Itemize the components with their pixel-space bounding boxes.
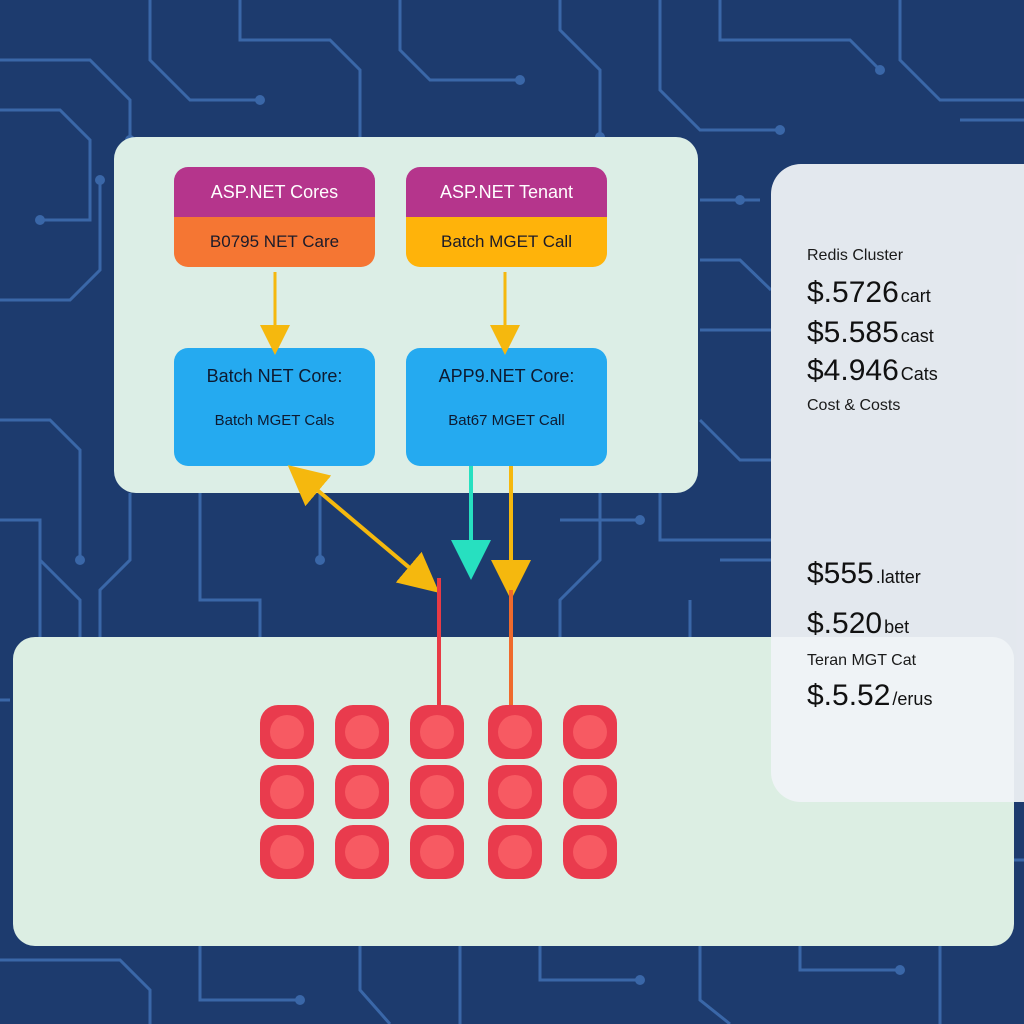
circuit-trace (0, 518, 42, 640)
app9-net-core-service[interactable]: APP9.NET Core: Bat67 MGET Call (406, 348, 607, 466)
circuit-trace (358, 946, 392, 1024)
redis-node (410, 825, 464, 879)
circuit-pad (35, 215, 45, 225)
card-subtitle: B0795 NET Care (174, 217, 375, 267)
redis-node (563, 825, 617, 879)
circuit-pad (635, 515, 645, 525)
circuit-trace (700, 258, 773, 292)
circuit-trace (698, 946, 731, 1024)
circuit-trace (238, 0, 362, 137)
circuit-trace (798, 946, 900, 972)
card-header: ASP.NET Tenant (406, 167, 607, 217)
circuit-trace (898, 0, 1024, 102)
redis-node (335, 705, 389, 759)
circuit-trace (558, 0, 602, 137)
redis-node (260, 765, 314, 819)
redis-node (488, 825, 542, 879)
redis-node (563, 765, 617, 819)
circuit-trace (148, 0, 260, 102)
service-subtitle: Bat67 MGET Call (448, 412, 565, 429)
circuit-pad (515, 75, 525, 85)
circuit-pad (255, 95, 265, 105)
circuit-trace (98, 493, 132, 637)
service-subtitle: Batch MGET Cals (214, 412, 335, 429)
circuit-trace (198, 946, 300, 1002)
redis-node (410, 765, 464, 819)
circuit-trace (538, 946, 640, 982)
cost-line: $.5.52/erus (807, 679, 933, 712)
cost-panel-title: Redis Cluster (807, 247, 904, 264)
service-title: Batch NET Core: (206, 366, 343, 386)
circuit-pad (775, 125, 785, 135)
redis-node (335, 825, 389, 879)
circuit-trace (0, 418, 82, 560)
circuit-trace (0, 180, 102, 302)
aspnet-tenant-card[interactable]: ASP.NET Tenant Batch MGET Call (406, 167, 607, 267)
circuit-pad (75, 555, 85, 565)
circuit-pad (95, 175, 105, 185)
redis-node (563, 705, 617, 759)
circuit-pad (635, 975, 645, 985)
card-header: ASP.NET Cores (174, 167, 375, 217)
circuit-pad (875, 65, 885, 75)
redis-node (260, 705, 314, 759)
card-subtitle: Batch MGET Call (406, 217, 607, 267)
circuit-trace (0, 108, 92, 222)
batch-net-core-service[interactable]: Batch NET Core: Batch MGET Cals (174, 348, 375, 466)
redis-node (488, 765, 542, 819)
circuit-trace (698, 418, 771, 462)
redis-node (260, 825, 314, 879)
cost-caption: Cost & Costs (807, 397, 901, 414)
aspnet-cores-card[interactable]: ASP.NET Cores B0795 NET Care (174, 167, 375, 267)
circuit-pad (735, 195, 745, 205)
circuit-pad (895, 965, 905, 975)
circuit-pad (295, 995, 305, 1005)
cost-label-bottom: Teran MGT Cat (807, 652, 917, 669)
circuit-trace (558, 493, 602, 637)
circuit-trace (0, 958, 152, 1024)
circuit-trace (38, 558, 82, 640)
circuit-trace (198, 493, 262, 637)
redis-node (335, 765, 389, 819)
redis-node (488, 705, 542, 759)
circuit-trace (398, 0, 520, 82)
circuit-trace (0, 58, 132, 140)
cost-line: $555.latter (807, 557, 921, 590)
circuit-trace (718, 0, 882, 72)
redis-node (410, 705, 464, 759)
circuit-trace (658, 0, 780, 132)
service-title: APP9.NET Core: (438, 366, 575, 386)
circuit-trace (658, 493, 771, 542)
